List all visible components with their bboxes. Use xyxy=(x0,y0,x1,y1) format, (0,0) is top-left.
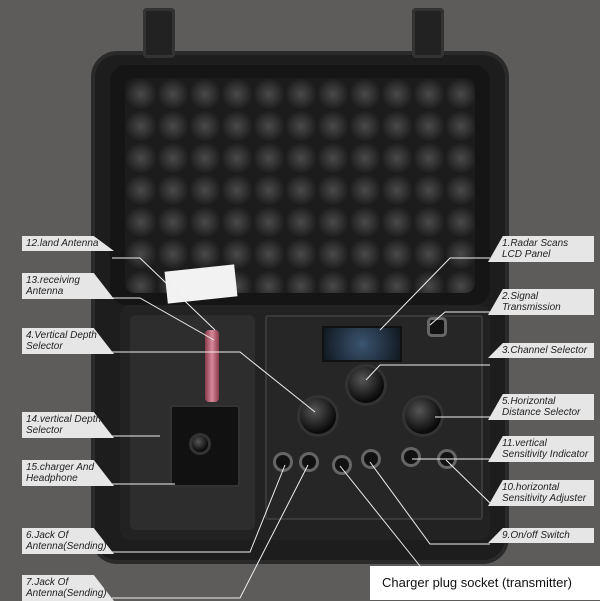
label-on-off-switch: 9.On/off Switch xyxy=(488,528,594,543)
label-lcd-panel: 1.Radar Scans LCD Panel xyxy=(488,236,594,262)
lcd-screen xyxy=(322,326,402,362)
horizontal-distance-knob[interactable] xyxy=(405,398,441,434)
antenna-jack-1[interactable] xyxy=(276,455,290,469)
case-latch-right xyxy=(412,8,444,58)
egg-crate-foam xyxy=(125,78,475,293)
case-latch-left xyxy=(143,8,175,58)
receiving-antenna xyxy=(205,330,219,402)
sensitivity-indicator xyxy=(404,450,418,464)
label-land-antenna: 12.land Antenna xyxy=(22,236,114,251)
label-vertical-sensitivity: 11.vertical Sensitivity Indicator xyxy=(488,436,594,462)
power-key-switch[interactable] xyxy=(364,452,378,466)
label-receiving-antenna: 13.receiving Antenna xyxy=(22,273,114,299)
label-horizontal-distance: 5.Horizontal Distance Selector xyxy=(488,394,594,420)
channel-selector-knob[interactable] xyxy=(348,367,384,403)
signal-connector xyxy=(430,320,444,334)
charger-socket[interactable] xyxy=(335,458,349,472)
caption-charger-socket: Charger plug socket (transmitter) xyxy=(370,566,600,600)
transmitter-knob xyxy=(192,436,208,452)
label-signal-transmission: 2.Signal Transmission xyxy=(488,289,594,315)
label-horizontal-sensitivity: 10.horizontal Sensitivity Adjuster xyxy=(488,480,594,506)
vertical-depth-knob[interactable] xyxy=(300,398,336,434)
label-channel-selector: 3.Channel Selector xyxy=(488,343,594,358)
antenna-jack-2[interactable] xyxy=(302,455,316,469)
